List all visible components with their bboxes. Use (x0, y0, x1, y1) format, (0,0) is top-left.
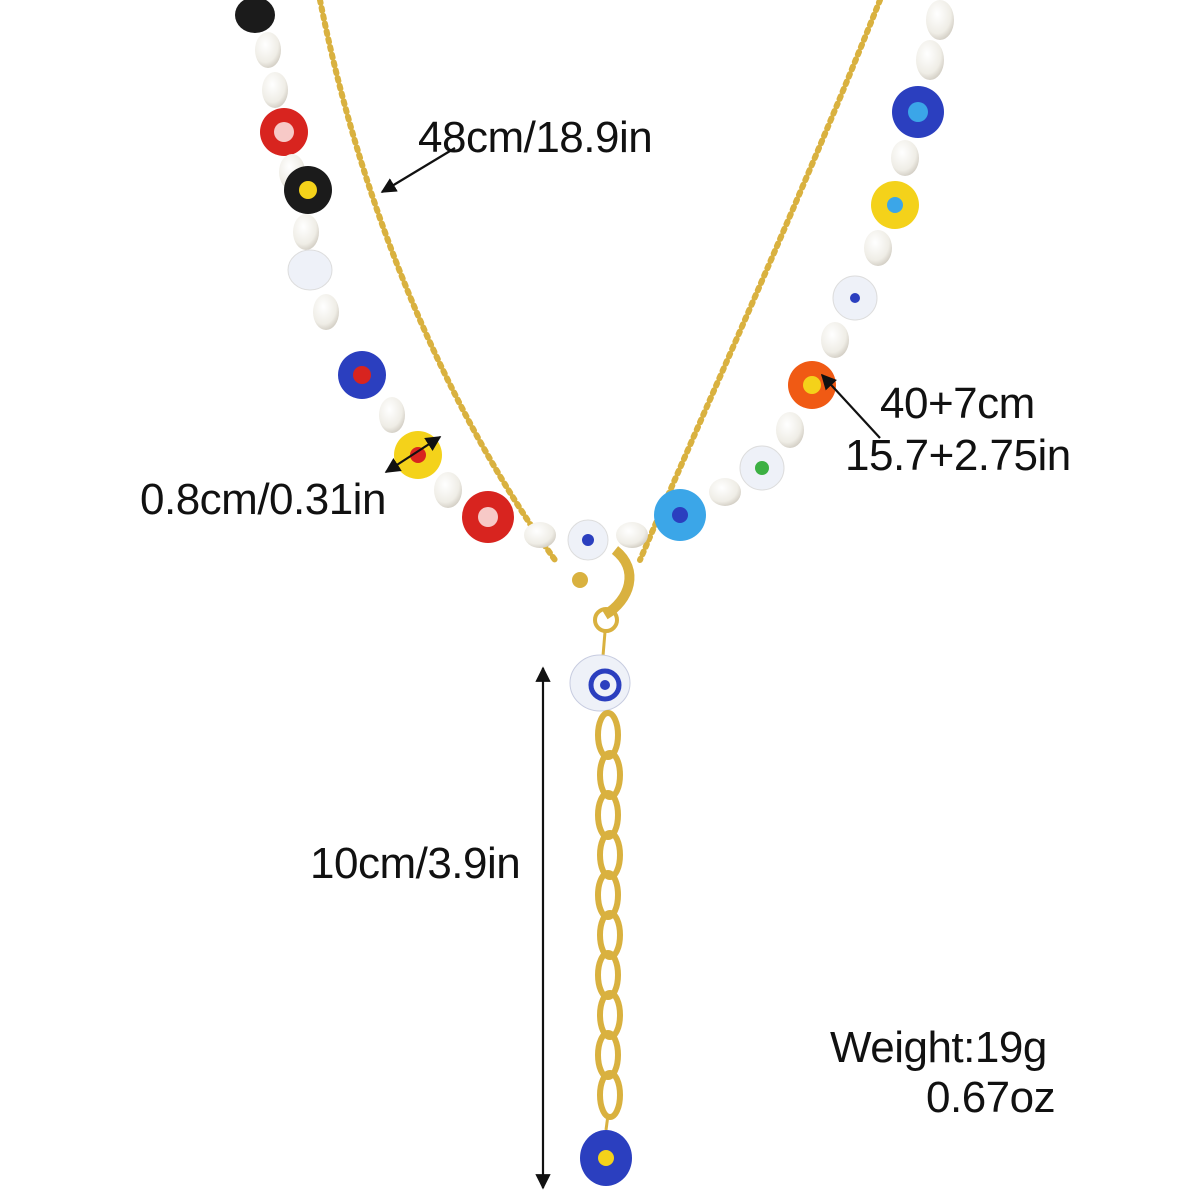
weight-grams-label: Weight:19g (830, 1023, 1047, 1072)
measurement-arrows (380, 147, 881, 1190)
strand-length-arrow (820, 373, 881, 439)
clasp-and-drop (569, 546, 635, 1186)
chain-length-arrow (380, 147, 456, 193)
drop-length-label: 10cm/3.9in (310, 839, 521, 888)
bead-size-arrow (384, 436, 442, 473)
beaded-strand-left (235, 0, 609, 561)
chain-length-label: 48cm/18.9in (418, 113, 653, 162)
weight-ounces-label: 0.67oz (926, 1073, 1056, 1122)
gold-ball-chain (317, 0, 883, 563)
bead-size-label: 0.8cm/0.31in (140, 475, 386, 524)
strand-length-in-label: 15.7+2.75in (845, 431, 1071, 480)
beaded-strand-right (616, 0, 954, 548)
strand-length-cm-label: 40+7cm (880, 379, 1035, 428)
